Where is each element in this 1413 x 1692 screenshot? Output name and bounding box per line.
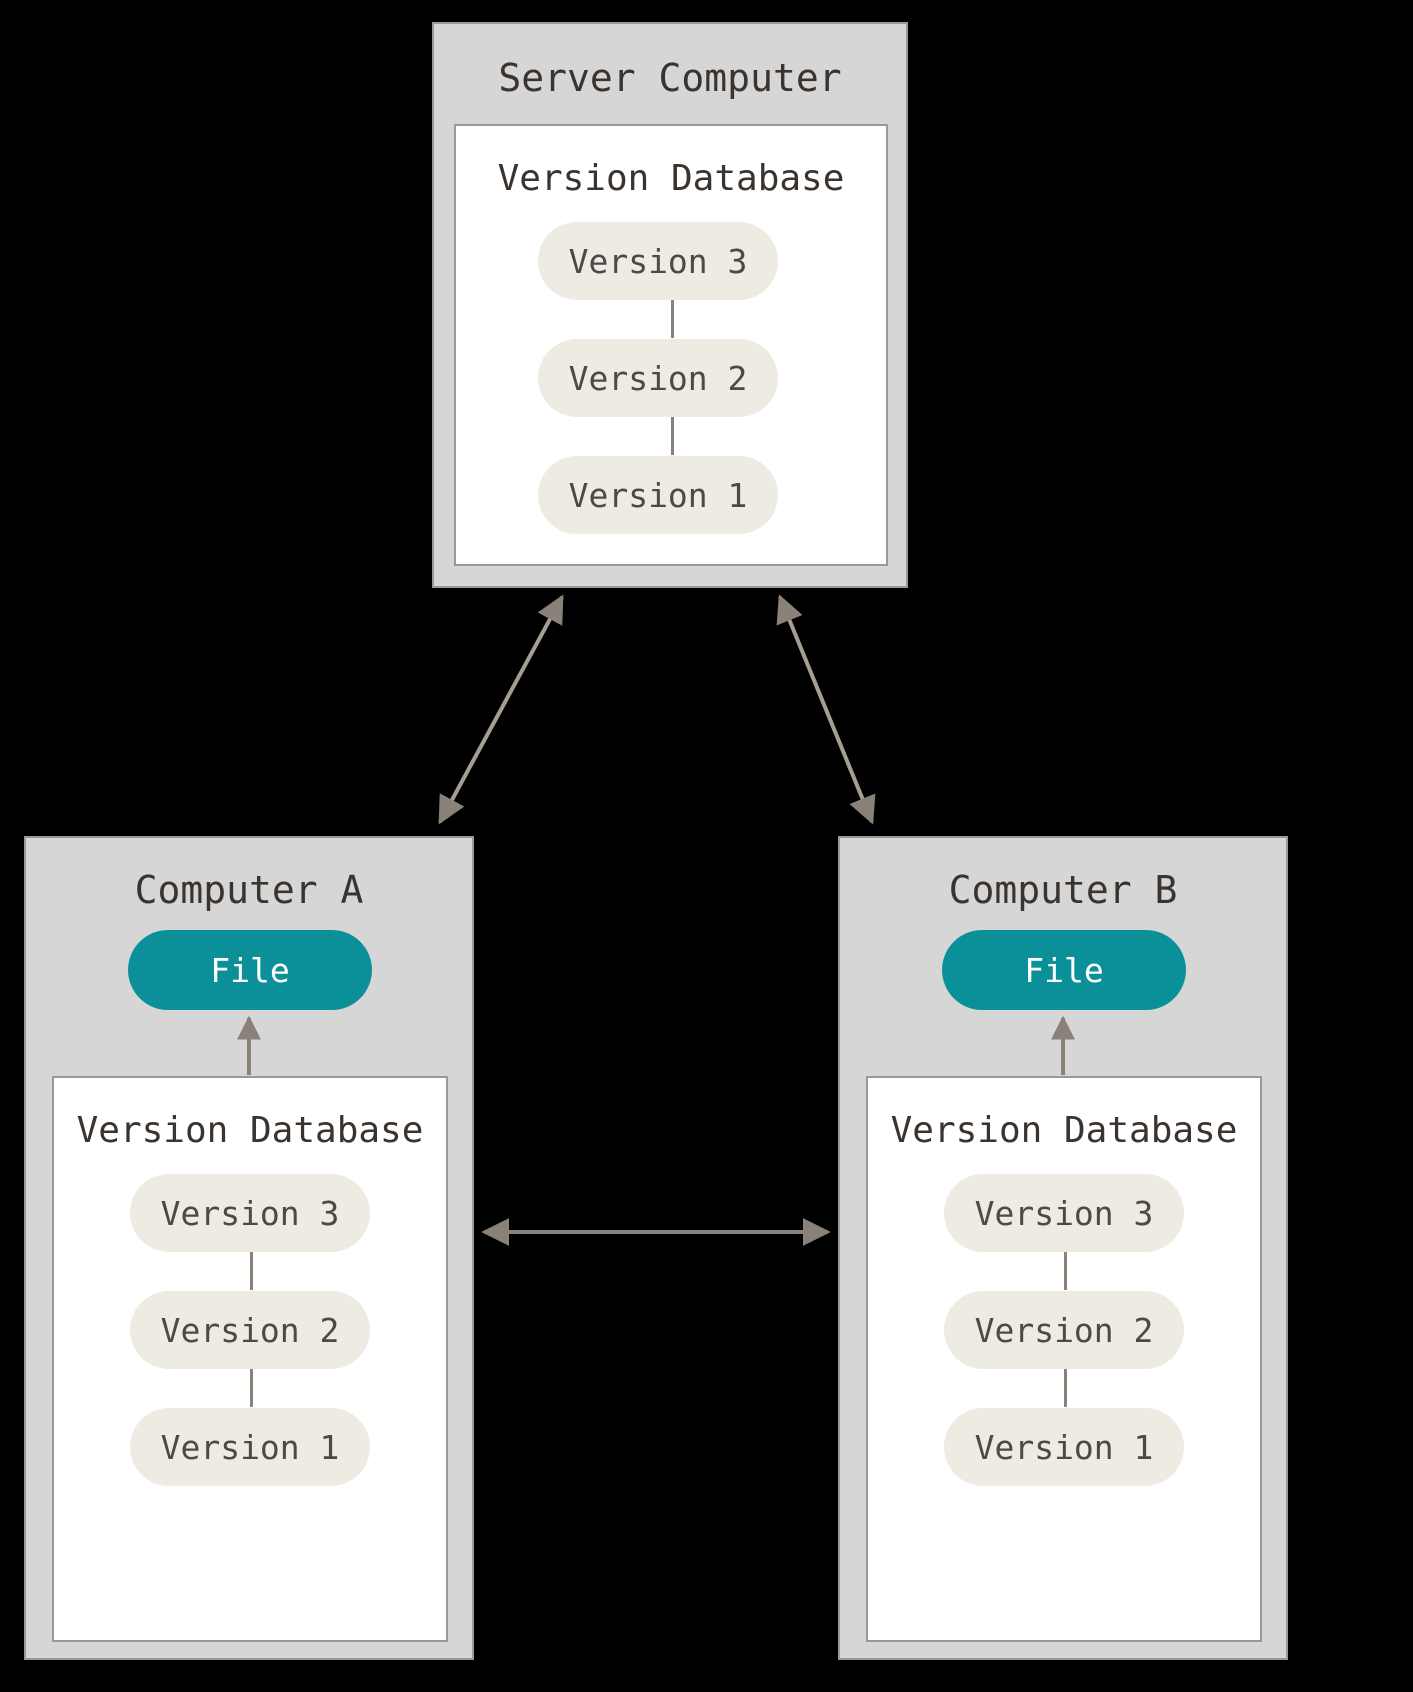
computer-a-version-database-title: Version Database: [76, 1110, 424, 1151]
server-version-1[interactable]: Version 1: [538, 456, 778, 534]
server-version-2[interactable]: Version 2: [538, 339, 778, 417]
server-version-database-title: Version Database: [497, 158, 845, 199]
computer-a-version-2[interactable]: Version 2: [130, 1291, 370, 1369]
computer-b-version-1[interactable]: Version 1: [944, 1408, 1184, 1486]
computer-a-title: Computer A: [134, 868, 364, 912]
computer-b-version-3[interactable]: Version 3: [944, 1174, 1184, 1252]
computer-a-version-3[interactable]: Version 3: [130, 1174, 370, 1252]
computer-b-version-connector-3-2: [1064, 1252, 1067, 1290]
computer-a-version-connector-3-2: [250, 1252, 253, 1290]
computer-b-box[interactable]: Computer B File Version Database Version…: [838, 836, 1288, 1660]
computer-a-file-node[interactable]: File: [128, 930, 372, 1010]
computer-a-version-1[interactable]: Version 1: [130, 1408, 370, 1486]
arrow-server-to-computer-b: [776, 594, 876, 825]
computer-b-title: Computer B: [948, 868, 1178, 912]
arrow-server-to-computer-a: [438, 594, 564, 825]
computer-b-version-database-panel[interactable]: Version Database Version 3 Version 2 Ver…: [866, 1076, 1262, 1642]
server-computer-box[interactable]: Server Computer Version Database Version…: [432, 22, 908, 588]
computer-a-box[interactable]: Computer A File Version Database Version…: [24, 836, 474, 1660]
computer-a-version-database-panel[interactable]: Version Database Version 3 Version 2 Ver…: [52, 1076, 448, 1642]
computer-b-version-2[interactable]: Version 2: [944, 1291, 1184, 1369]
server-computer-title: Server Computer: [498, 56, 842, 100]
server-version-3[interactable]: Version 3: [538, 222, 778, 300]
server-version-connector-2-1: [671, 417, 674, 455]
computer-b-file-node[interactable]: File: [942, 930, 1186, 1010]
computer-b-version-connector-2-1: [1064, 1369, 1067, 1407]
computer-b-version-database-title: Version Database: [890, 1110, 1238, 1151]
server-version-connector-3-2: [671, 300, 674, 338]
computer-a-version-connector-2-1: [250, 1369, 253, 1407]
server-version-database-panel[interactable]: Version Database Version 3 Version 2 Ver…: [454, 124, 888, 566]
